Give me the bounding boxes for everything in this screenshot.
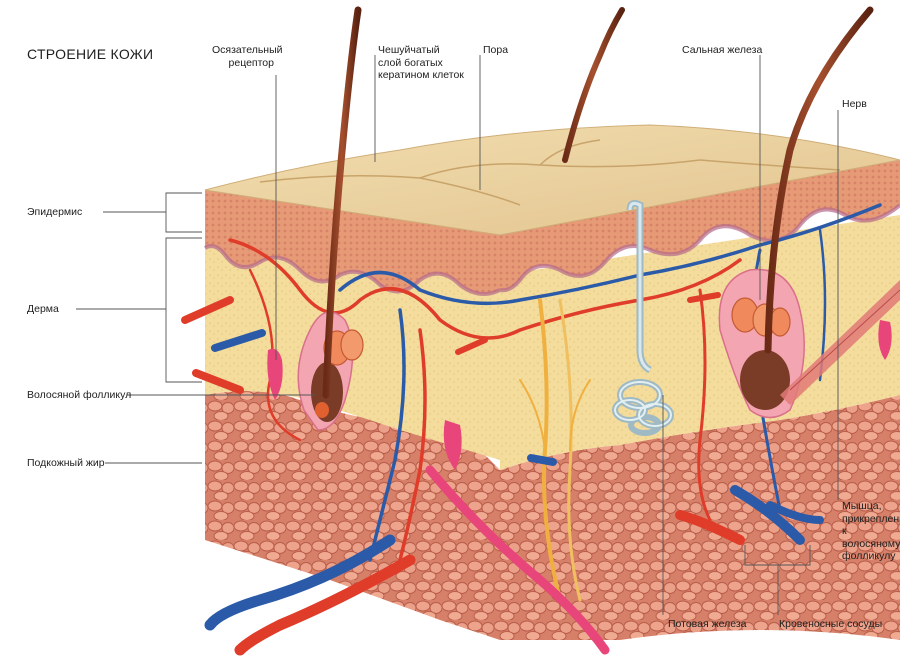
epidermis-front <box>205 190 500 294</box>
touch-receptor <box>267 348 283 400</box>
label-blood-vessels: Кровеносные сосуды <box>779 618 883 630</box>
front-face <box>203 190 501 640</box>
hair-follicle-right <box>718 6 874 419</box>
skin-surface <box>204 124 900 236</box>
hair-shaft-middle <box>562 7 625 163</box>
label-dermis: Дерма <box>27 303 59 315</box>
leader-lines <box>76 55 839 615</box>
label-touch-receptor: Осязательный рецептор <box>212 44 283 69</box>
diagram-title: СТРОЕНИЕ КОЖИ <box>27 46 154 62</box>
label-nerve: Нерв <box>842 98 867 110</box>
epidermis-side <box>500 160 900 291</box>
label-sweat-gland: Потовая железа <box>668 618 747 630</box>
label-hair-follicle: Волосяной фолликул <box>27 389 132 401</box>
side-face <box>499 160 900 640</box>
major-vessels <box>204 465 824 656</box>
subcutaneous-fat-front <box>205 391 500 640</box>
nerve-ending-pink <box>443 420 462 470</box>
hair-shaft-right <box>764 6 874 354</box>
label-scaly-layer: Чешуйчатый слой богатых кератином клеток <box>378 44 464 81</box>
label-pore: Пора <box>483 44 509 56</box>
label-epidermis: Эпидермис <box>27 206 83 218</box>
sweat-gland <box>612 199 674 436</box>
label-subcutaneous-fat: Подкожный жир <box>27 457 105 469</box>
dermis-side <box>500 215 900 470</box>
label-sebaceous-gland: Сальная железа <box>682 44 763 56</box>
hair-shaft-left <box>322 6 362 399</box>
hair-follicle-left <box>297 6 364 431</box>
arrector-pili-muscle <box>780 280 900 405</box>
nerve-ending-pink-2 <box>878 320 892 360</box>
label-arrector-muscle: Мышца, прикрепленная к волосяному фоллик… <box>842 500 900 562</box>
vessel-stubs <box>181 292 721 466</box>
